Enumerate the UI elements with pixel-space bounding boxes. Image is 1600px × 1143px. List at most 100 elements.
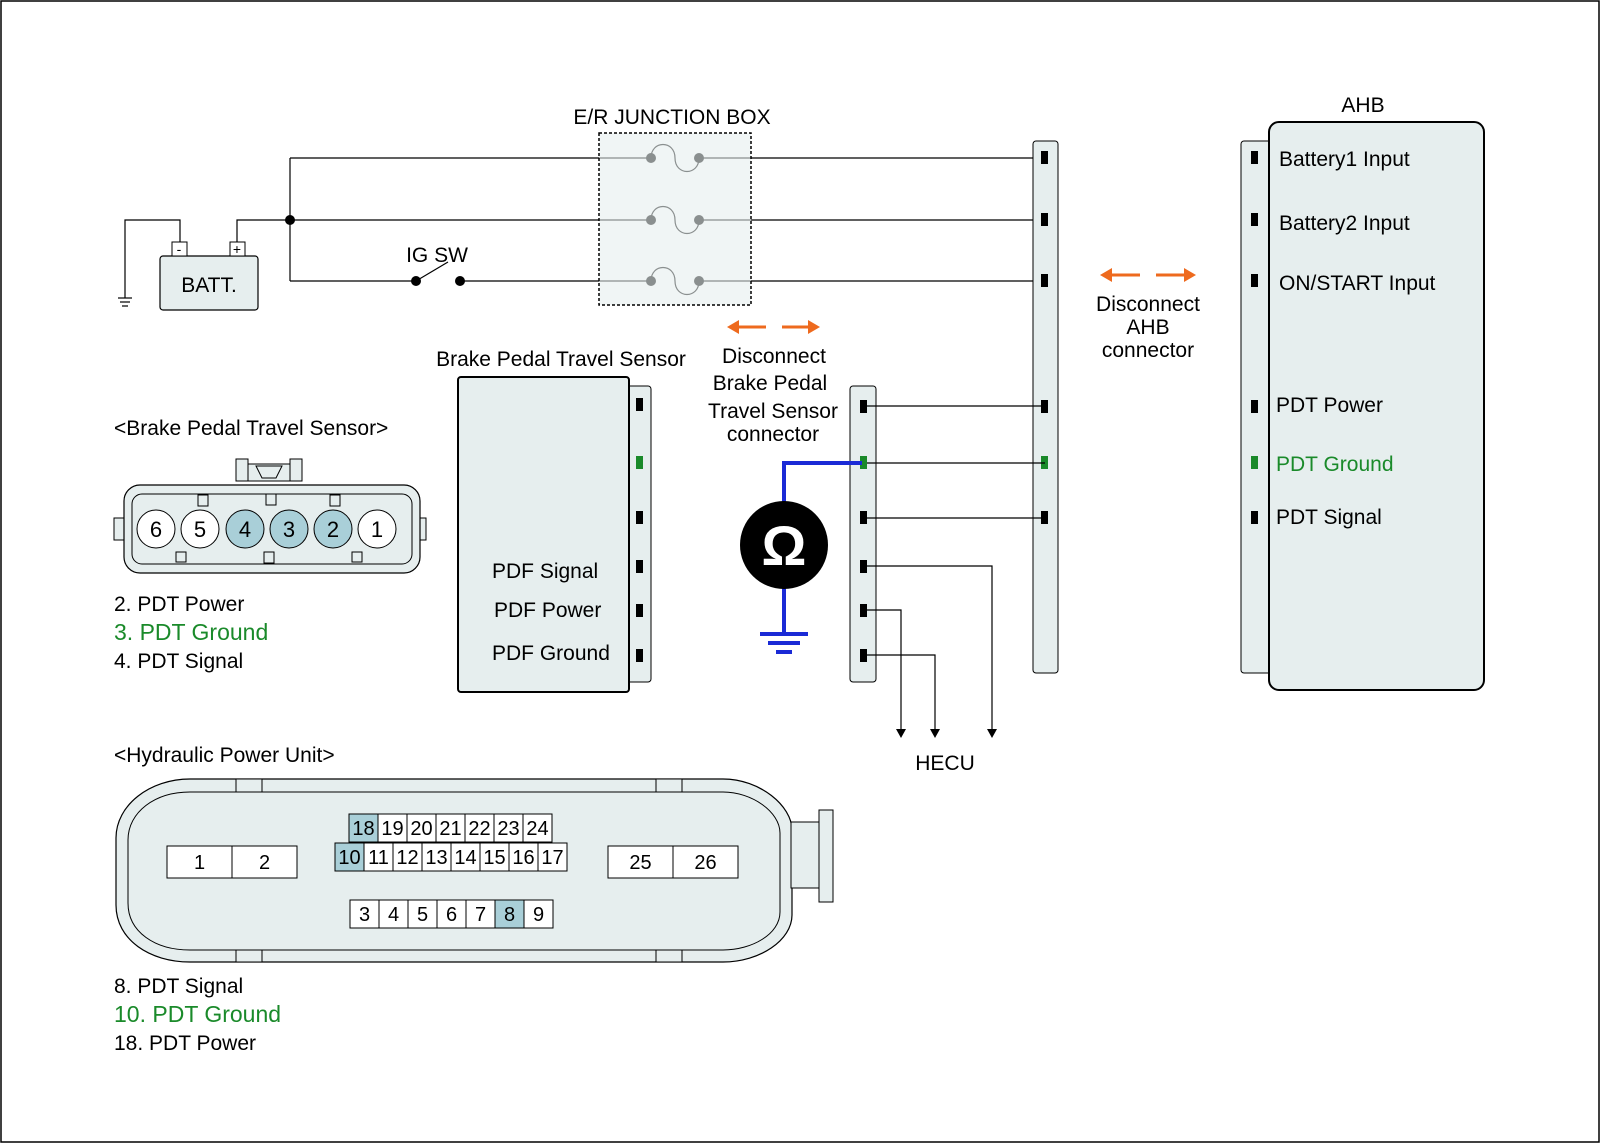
ig-switch-label: IG SW <box>406 244 468 267</box>
hpu-pin-cell <box>494 899 525 929</box>
hpu-pin-number: 12 <box>396 847 418 869</box>
bpts-pin-power: PDF Power <box>494 599 601 622</box>
disconnect-bpts-line2: Brake Pedal <box>713 372 827 395</box>
hpu-pin-number: 5 <box>417 904 428 926</box>
ahb-pin-markers <box>1251 151 1258 524</box>
hpu-pin-cell <box>334 842 365 872</box>
disconnect-ahb-line1: Disconnect <box>1096 293 1200 316</box>
hpu-pin-cell <box>523 899 554 929</box>
hpu-connector-title: <Hydraulic Power Unit> <box>114 744 335 767</box>
hpu-pin-cell <box>436 899 467 929</box>
bpts-pin-ground: PDF Ground <box>492 642 610 665</box>
hpu-pin-number: 19 <box>381 818 403 840</box>
hpu-pin-number: 6 <box>446 904 457 926</box>
ohm-meter <box>740 501 828 589</box>
junction-box-title: E/R JUNCTION BOX <box>573 106 770 129</box>
hpu-pin-cell <box>607 845 674 879</box>
meter-probe-wire <box>760 461 862 654</box>
hpu-pin-number: 26 <box>694 852 716 874</box>
hpu-pin-number: 1 <box>194 852 205 874</box>
battery-box <box>159 255 259 311</box>
bpts-pin-signal: PDF Signal <box>492 560 598 583</box>
ahb-pin-on-start: ON/START Input <box>1279 272 1436 295</box>
hpu-pin-cell <box>522 813 553 843</box>
bpts-box <box>457 376 630 693</box>
ahb-module-box <box>1268 121 1485 691</box>
bpts-pin-number: 3 <box>283 517 295 542</box>
battery-plus-sign: + <box>233 241 241 257</box>
hpu-legend-item: 8. PDT Signal <box>114 975 243 998</box>
battery-minus-terminal <box>171 241 188 257</box>
hpu-pin-cell <box>348 813 379 843</box>
disconnect-ahb-line3: connector <box>1102 339 1194 362</box>
hecu-label: HECU <box>915 752 975 775</box>
bpts-pin-number: 5 <box>194 517 206 542</box>
hpu-pin-number: 20 <box>410 818 432 840</box>
hpu-pin-number: 17 <box>541 847 563 869</box>
bpts-legend-item: 4. PDT Signal <box>114 650 243 673</box>
hpu-pin-cell <box>465 899 496 929</box>
hpu-pin-number: 14 <box>454 847 476 869</box>
disconnect-ahb-arrows-icon <box>1100 268 1196 282</box>
hpu-pin-cell <box>231 845 298 879</box>
ahb-pin-pdt-power: PDT Power <box>1276 394 1383 417</box>
bpts-pin-number: 2 <box>327 517 339 542</box>
hpu-pin-number: 4 <box>388 904 399 926</box>
ahb-pin-pdt-signal: PDT Signal <box>1276 506 1382 529</box>
disconnect-bpts-line3: Travel Sensor <box>708 400 838 423</box>
hpu-pin-cell <box>349 899 380 929</box>
bpts-title: Brake Pedal Travel Sensor <box>436 348 686 371</box>
hpu-pin-cell <box>450 842 481 872</box>
hpu-pin-cell <box>493 813 524 843</box>
disconnect-bpts-line4: connector <box>727 423 819 446</box>
battery-ground-icon <box>118 297 132 307</box>
middle-connector-wiring <box>866 405 1045 733</box>
hpu-pin-cell <box>392 842 423 872</box>
hpu-pin-cell <box>166 845 233 879</box>
hpu-legend-item: 10. PDT Ground <box>114 1001 281 1027</box>
battery-minus-sign: - <box>177 241 182 257</box>
junction-box <box>598 132 752 306</box>
hpu-pin-number: 23 <box>497 818 519 840</box>
disconnect-bpts-line1: Disconnect <box>722 345 826 368</box>
hpu-pin-cell <box>421 842 452 872</box>
hecu-arrowheads <box>896 729 997 738</box>
hpu-pin-number: 25 <box>629 852 651 874</box>
hpu-pin-cell <box>378 899 409 929</box>
hpu-pin-cell <box>363 842 394 872</box>
hpu-pin-number: 22 <box>468 818 490 840</box>
bpts-connector-title: <Brake Pedal Travel Sensor> <box>114 417 388 440</box>
bpts-legend-item: 3. PDT Ground <box>114 619 268 645</box>
hpu-pin-number: 10 <box>338 847 360 869</box>
hpu-pin-number: 8 <box>504 904 515 926</box>
hpu-pin-number: 11 <box>368 847 389 869</box>
hpu-pin-number: 18 <box>352 818 374 840</box>
hpu-pin-number: 3 <box>359 904 370 926</box>
hpu-pin-cell <box>508 842 539 872</box>
bpts-legend-item: 2. PDT Power <box>114 593 244 616</box>
hpu-pin-cell <box>537 842 568 872</box>
disconnect-ahb-line2: AHB <box>1126 316 1169 339</box>
bpts-pin-number: 4 <box>239 517 251 542</box>
hpu-pin-number: 2 <box>259 852 270 874</box>
hpu-pin-number: 16 <box>512 847 534 869</box>
hpu-pin-cell <box>479 842 510 872</box>
battery-label: BATT. <box>181 274 237 297</box>
hpu-pin-cell <box>407 899 438 929</box>
hpu-pin-number: 24 <box>526 818 548 840</box>
hpu-pin-number: 9 <box>533 904 544 926</box>
bpts-pin-markers <box>636 398 643 662</box>
bpts-pin-number: 1 <box>371 517 383 542</box>
hpu-pin-number: 15 <box>483 847 505 869</box>
battery-plus-terminal <box>229 241 246 257</box>
ohm-icon: Ω <box>762 514 807 577</box>
disconnect-bpts-arrows-icon <box>727 320 820 334</box>
bpts-pin-number: 6 <box>150 517 162 542</box>
hpu-pin-number: 13 <box>425 847 447 869</box>
hpu-pin-number: 7 <box>475 904 486 926</box>
hpu-pin-cell <box>672 845 739 879</box>
bpts-connector-pins <box>136 509 397 549</box>
ahb-pin-battery1: Battery1 Input <box>1279 148 1410 171</box>
